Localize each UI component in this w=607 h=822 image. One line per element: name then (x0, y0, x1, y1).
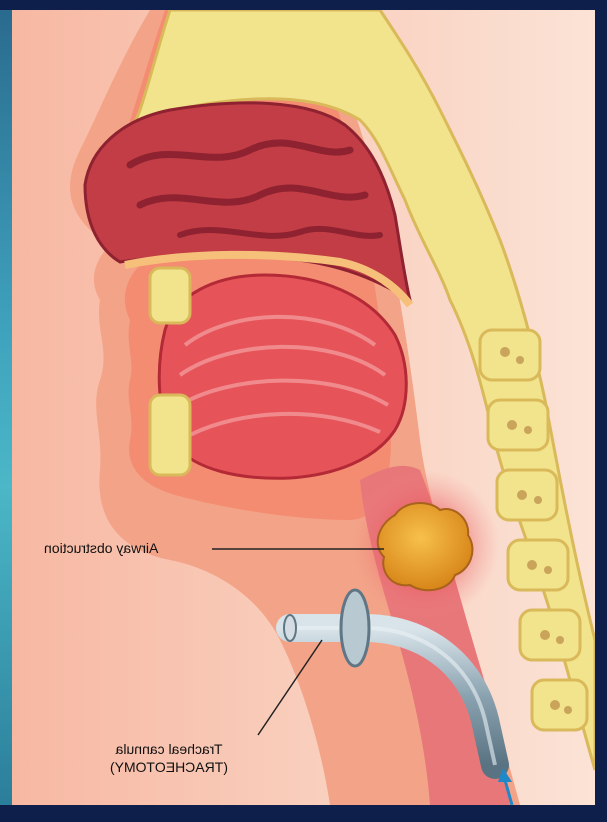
tracheal-cannula-label-line1: Tracheal cannula (110, 740, 228, 758)
cannula-opening (284, 615, 296, 641)
tracheal-cannula-label-line2: (TRACHEOTOMY) (110, 758, 228, 776)
lower-jaw-bone (150, 395, 190, 475)
background-photo-strip (0, 10, 12, 805)
cannula-flange (341, 590, 369, 666)
tongue (159, 275, 406, 478)
upper-jaw-bone (150, 268, 190, 323)
tracheal-cannula-label: Tracheal cannula (TRACHEOTOMY) (110, 740, 228, 776)
frame-bottom (0, 805, 607, 817)
airway-obstruction-label: Airway obstruction (44, 540, 158, 556)
frame-top (0, 0, 607, 10)
frame-right (595, 0, 607, 817)
